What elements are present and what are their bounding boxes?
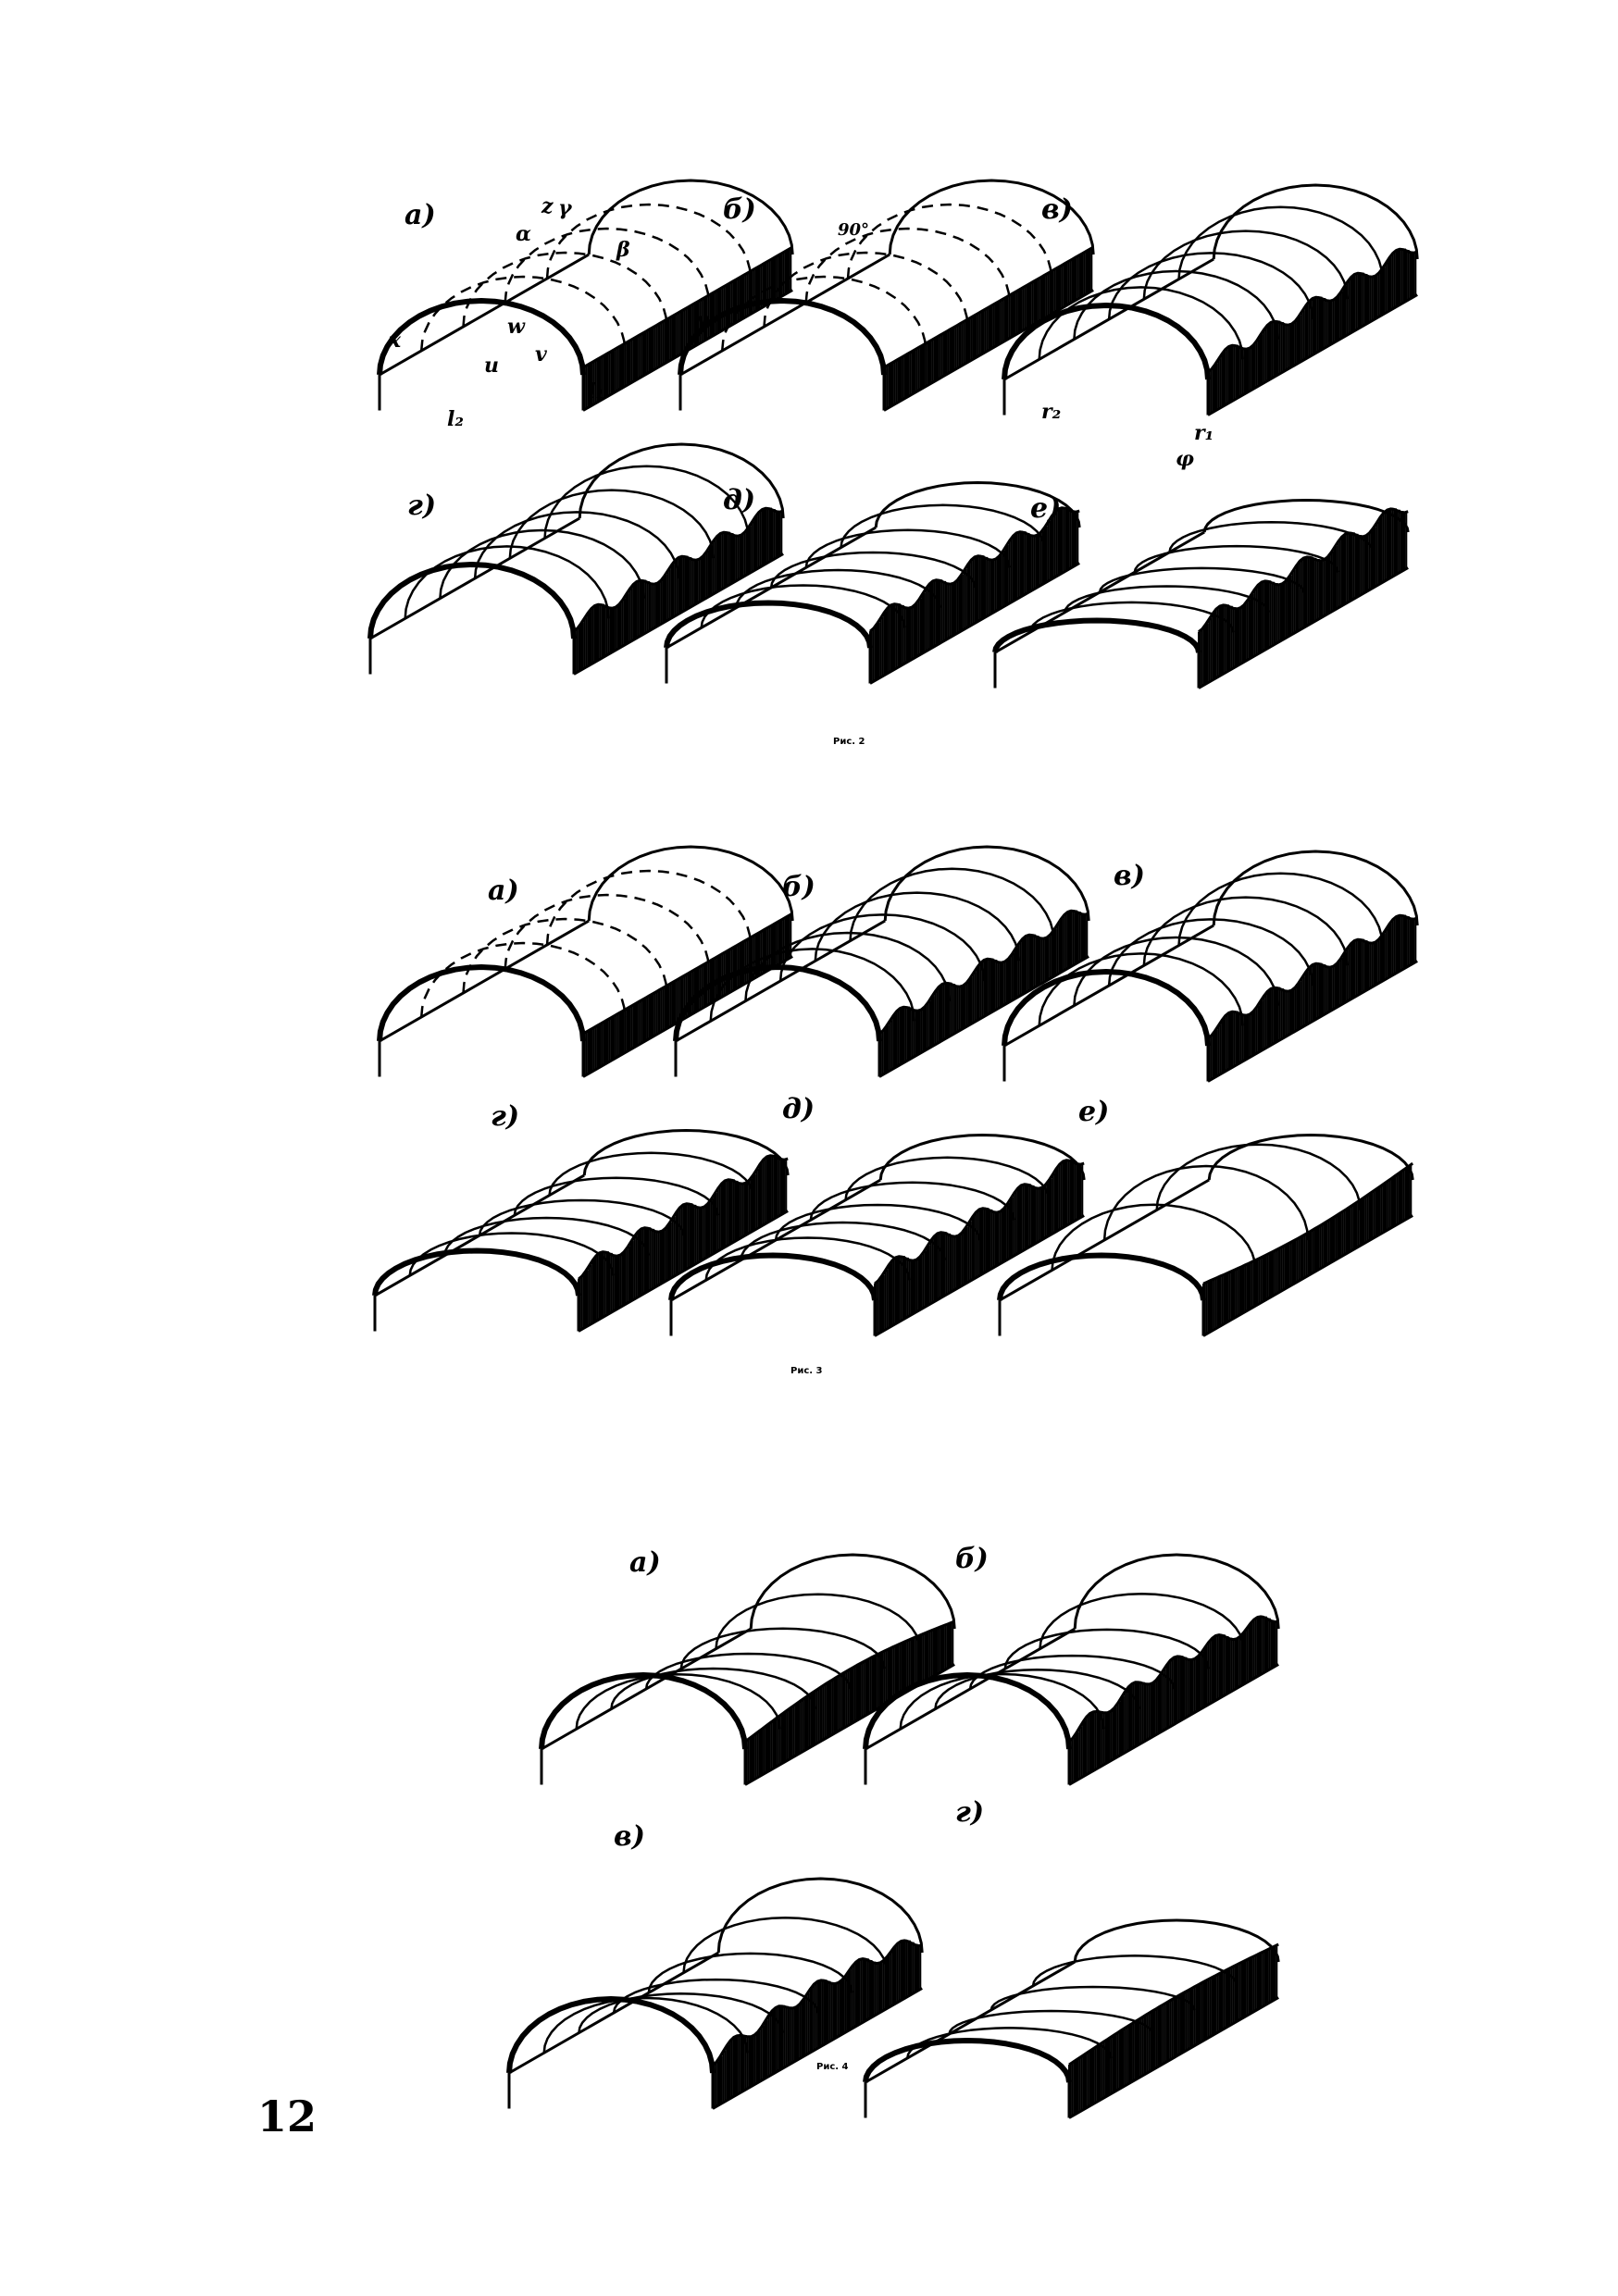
fig2-label-a: а) — [404, 199, 436, 231]
angle-phi-label: φ — [1176, 447, 1194, 471]
axis-beta-label: β — [616, 238, 630, 262]
fig2-label-v: в) — [1041, 193, 1073, 226]
fig3-label-d: д) — [782, 1093, 815, 1125]
radius-r1-label: r₁ — [1194, 421, 1214, 445]
fig3-label-g: г) — [491, 1100, 520, 1133]
axis-alpha-label: α — [516, 222, 531, 246]
angle-90-label: 90° — [838, 220, 870, 240]
displacement-v-label: v — [535, 342, 547, 366]
fig3-label-e: е) — [1078, 1096, 1110, 1128]
fig4-label-v: в) — [614, 1820, 645, 1853]
axis-z-label: z — [541, 194, 554, 218]
fig3-caption: Рис. 3 — [790, 1366, 823, 1376]
axis-gamma-label: γ — [558, 196, 572, 220]
fig4-caption: Рис. 4 — [816, 2062, 849, 2072]
fig2-label-b: б) — [723, 193, 756, 226]
fig2-caption: Рис. 2 — [833, 737, 865, 747]
length-l2-label: l₂ — [447, 407, 464, 431]
fig3-label-a: а) — [488, 875, 519, 907]
radius-r2-label: r₂ — [1041, 400, 1062, 424]
fig4-label-a: а) — [629, 1546, 661, 1579]
fig4-label-g: г) — [955, 1796, 985, 1829]
fig2-label-g: г) — [407, 490, 437, 522]
displacement-w-label: w — [507, 315, 525, 339]
fig3-label-v: в) — [1114, 860, 1145, 892]
page-number: 12 — [257, 2091, 317, 2141]
fig4-label-b: б) — [955, 1543, 989, 1575]
displacement-u-label: u — [484, 354, 499, 378]
